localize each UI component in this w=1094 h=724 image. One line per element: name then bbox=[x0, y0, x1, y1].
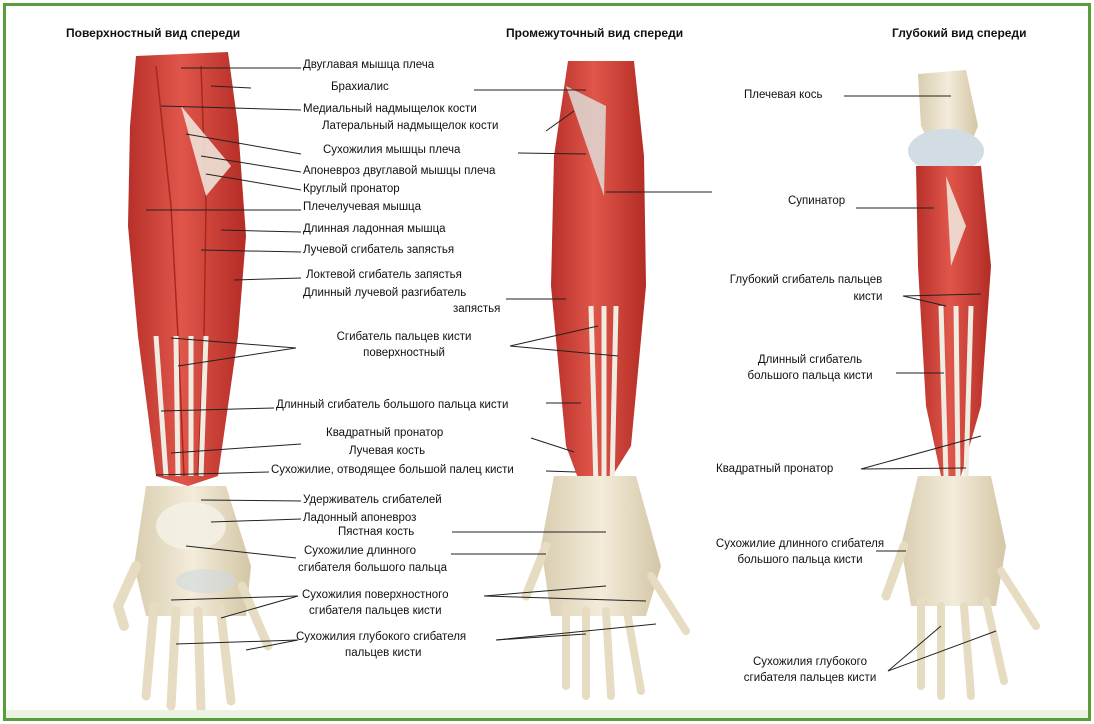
label-fdp-tendons-2: пальцев кисти bbox=[345, 646, 421, 661]
label-fpl-deep-1: Длинный сгибатель bbox=[758, 353, 862, 368]
label-ecrl-2: запястья bbox=[453, 302, 500, 317]
illustration-frame: Поверхностный вид спереди Промежуточный … bbox=[3, 3, 1091, 721]
label-fpl-tendon-2: сгибателя большого пальца bbox=[298, 561, 447, 576]
label-fds-tendons-1: Сухожилия поверхностного bbox=[302, 588, 448, 603]
label-radius: Лучевая кость bbox=[349, 444, 425, 459]
label-biceps: Двуглавая мышца плеча bbox=[303, 58, 434, 73]
label-fpl-tendon-deep-2: большого пальца кисти bbox=[738, 553, 863, 568]
label-fpl: Длинный сгибатель большого пальца кисти bbox=[276, 398, 508, 413]
label-pronator-quadratus: Квадратный пронатор bbox=[326, 426, 443, 441]
label-fcr: Лучевой сгибатель запястья bbox=[303, 243, 454, 258]
label-fpl-tendon-deep-1: Сухожилие длинного сгибателя bbox=[716, 537, 884, 552]
label-supinator: Супинатор bbox=[788, 194, 845, 209]
label-brachialis: Брахиалис bbox=[331, 80, 389, 95]
label-shoulder-tendons: Сухожилия мышцы плеча bbox=[323, 143, 460, 158]
view-title-deep: Глубокий вид спереди bbox=[892, 26, 1026, 40]
label-fdp-tendons-deep-1: Сухожилия глубокого bbox=[753, 655, 867, 670]
label-pq-deep: Квадратный пронатор bbox=[716, 462, 833, 477]
label-pronator-teres: Круглый пронатор bbox=[303, 182, 400, 197]
forearm-intermediate bbox=[526, 61, 686, 696]
label-fpl-tendon-1: Сухожилие длинного bbox=[304, 544, 416, 559]
label-fdp-deep-2: кисти bbox=[854, 290, 883, 305]
view-title-intermediate: Промежуточный вид спереди bbox=[506, 26, 683, 40]
bottom-band bbox=[6, 710, 1088, 718]
label-fds-1: Сгибатель пальцев кисти bbox=[337, 330, 472, 345]
label-palmar-aponeurosis: Ладонный апоневроз bbox=[303, 511, 416, 526]
label-metacarpal: Пястная кость bbox=[338, 525, 414, 540]
label-brachioradialis: Плечелучевая мышца bbox=[303, 200, 421, 215]
label-humerus: Плечевая кось bbox=[744, 88, 822, 103]
label-lateral-epicondyle: Латеральный надмыщелок кости bbox=[322, 119, 498, 134]
label-fdp-tendons-1: Сухожилия глубокого сгибателя bbox=[296, 630, 466, 645]
label-bicipital-aponeurosis: Апоневроз двуглавой мышцы плеча bbox=[303, 164, 495, 179]
label-flexor-retinaculum: Удерживатель сгибателей bbox=[303, 493, 442, 508]
forearm-superficial bbox=[118, 52, 268, 711]
anatomy-illustration bbox=[6, 6, 1088, 718]
label-fdp-deep-1: Глубокий сгибатель пальцев bbox=[730, 273, 882, 288]
label-fds-2: поверхностный bbox=[363, 346, 445, 361]
label-ecrl-1: Длинный лучевой разгибатель bbox=[303, 286, 466, 301]
label-fds-tendons-2: сгибателя пальцев кисти bbox=[309, 604, 442, 619]
label-medial-epicondyle: Медиальный надмыщелок кости bbox=[303, 102, 477, 117]
label-palmaris-longus: Длинная ладонная мышца bbox=[303, 222, 446, 237]
label-fpl-deep-2: большого пальца кисти bbox=[748, 369, 873, 384]
label-fcu: Локтевой сгибатель запястья bbox=[306, 268, 462, 283]
label-fdp-tendons-deep-2: сгибателя пальцев кисти bbox=[744, 671, 877, 686]
label-apl: Сухожилие, отводящее большой палец кисти bbox=[271, 463, 514, 478]
forearm-deep bbox=[886, 70, 1036, 696]
view-title-superficial: Поверхностный вид спереди bbox=[66, 26, 240, 40]
